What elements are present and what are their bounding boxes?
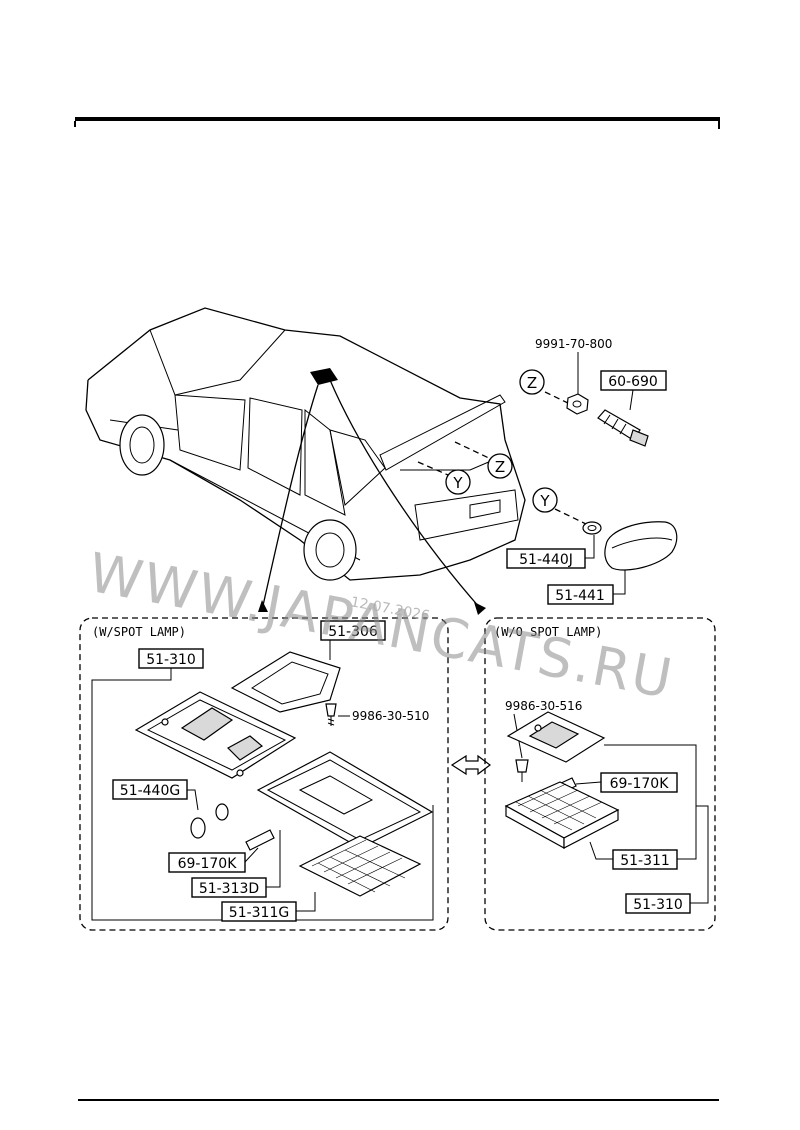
- svg-text:Z: Z: [527, 374, 537, 392]
- base-plate-right-icon: [506, 711, 606, 763]
- lens-grid-right-icon: [504, 781, 620, 850]
- bulb-icon: [582, 521, 602, 535]
- callout-y-right: Y: [532, 487, 558, 513]
- panel-with-spot-lamp: [79, 617, 449, 931]
- label-9986-30-510: 9986-30-510: [352, 709, 429, 723]
- svg-text:69-170K: 69-170K: [178, 856, 238, 872]
- callout-z-trunk: Z: [487, 453, 513, 479]
- label-69-170k-left: 69-170K: [168, 852, 246, 873]
- car-illustration: [85, 307, 526, 615]
- screw-right-icon: [515, 759, 529, 782]
- spot-bulb-icon: [190, 803, 229, 839]
- svg-text:51-311: 51-311: [620, 853, 670, 869]
- lamp-base-icon: [134, 691, 297, 779]
- door-switch-icon: [597, 409, 649, 447]
- label-with-spot-lamp: (W/SPOT LAMP): [92, 625, 186, 639]
- label-51-440j: 51-440J: [506, 548, 586, 569]
- label-without-spot-lamp: (W/O SPOT LAMP): [494, 625, 602, 639]
- callout-z-top: Z: [519, 369, 545, 395]
- lens-grid-left-icon: [298, 835, 422, 897]
- label-51-313d: 51-313D: [191, 877, 267, 898]
- svg-text:51-313D: 51-313D: [199, 881, 259, 897]
- label-51-311g: 51-311G: [221, 901, 297, 922]
- lamp-housing-icon: [256, 751, 434, 849]
- nut-icon: [566, 393, 589, 415]
- svg-text:51-310: 51-310: [146, 652, 196, 668]
- label-9991-70-800: 9991-70-800: [535, 337, 612, 351]
- top-rule: [74, 117, 720, 129]
- label-9986-30-516: 9986-30-516: [505, 699, 582, 713]
- screw-icon: [325, 703, 337, 726]
- panel-without-spot-lamp: [484, 617, 716, 931]
- svg-text:Z: Z: [495, 458, 505, 476]
- svg-text:Y: Y: [452, 474, 463, 492]
- svg-text:69-170K: 69-170K: [610, 776, 670, 792]
- label-51-311: 51-311: [612, 849, 678, 870]
- trunk-lamp-icon: [604, 521, 678, 571]
- festoon-bulb-icon: [245, 829, 275, 851]
- label-51-310-right: 51-310: [625, 893, 691, 914]
- svg-text:51-311G: 51-311G: [229, 905, 289, 921]
- label-51-310-left: 51-310: [138, 648, 204, 669]
- label-51-440g: 51-440G: [112, 779, 188, 800]
- interchange-arrow-icon: [450, 754, 491, 776]
- svg-text:51-306: 51-306: [328, 624, 378, 640]
- lens-cover-icon: [230, 651, 341, 713]
- svg-text:51-441: 51-441: [555, 588, 605, 604]
- svg-text:51-310: 51-310: [633, 897, 683, 913]
- svg-text:51-440J: 51-440J: [519, 552, 573, 568]
- roof-lamp-marker: [310, 368, 338, 385]
- label-60-690: 60-690: [600, 370, 667, 391]
- callout-y-trunk: Y: [445, 469, 471, 495]
- label-51-306: 51-306: [320, 620, 386, 641]
- svg-text:60-690: 60-690: [608, 374, 658, 390]
- svg-text:51-440G: 51-440G: [120, 783, 180, 799]
- svg-text:Y: Y: [539, 492, 550, 510]
- label-69-170k-right: 69-170K: [600, 772, 678, 793]
- label-51-441: 51-441: [547, 584, 614, 605]
